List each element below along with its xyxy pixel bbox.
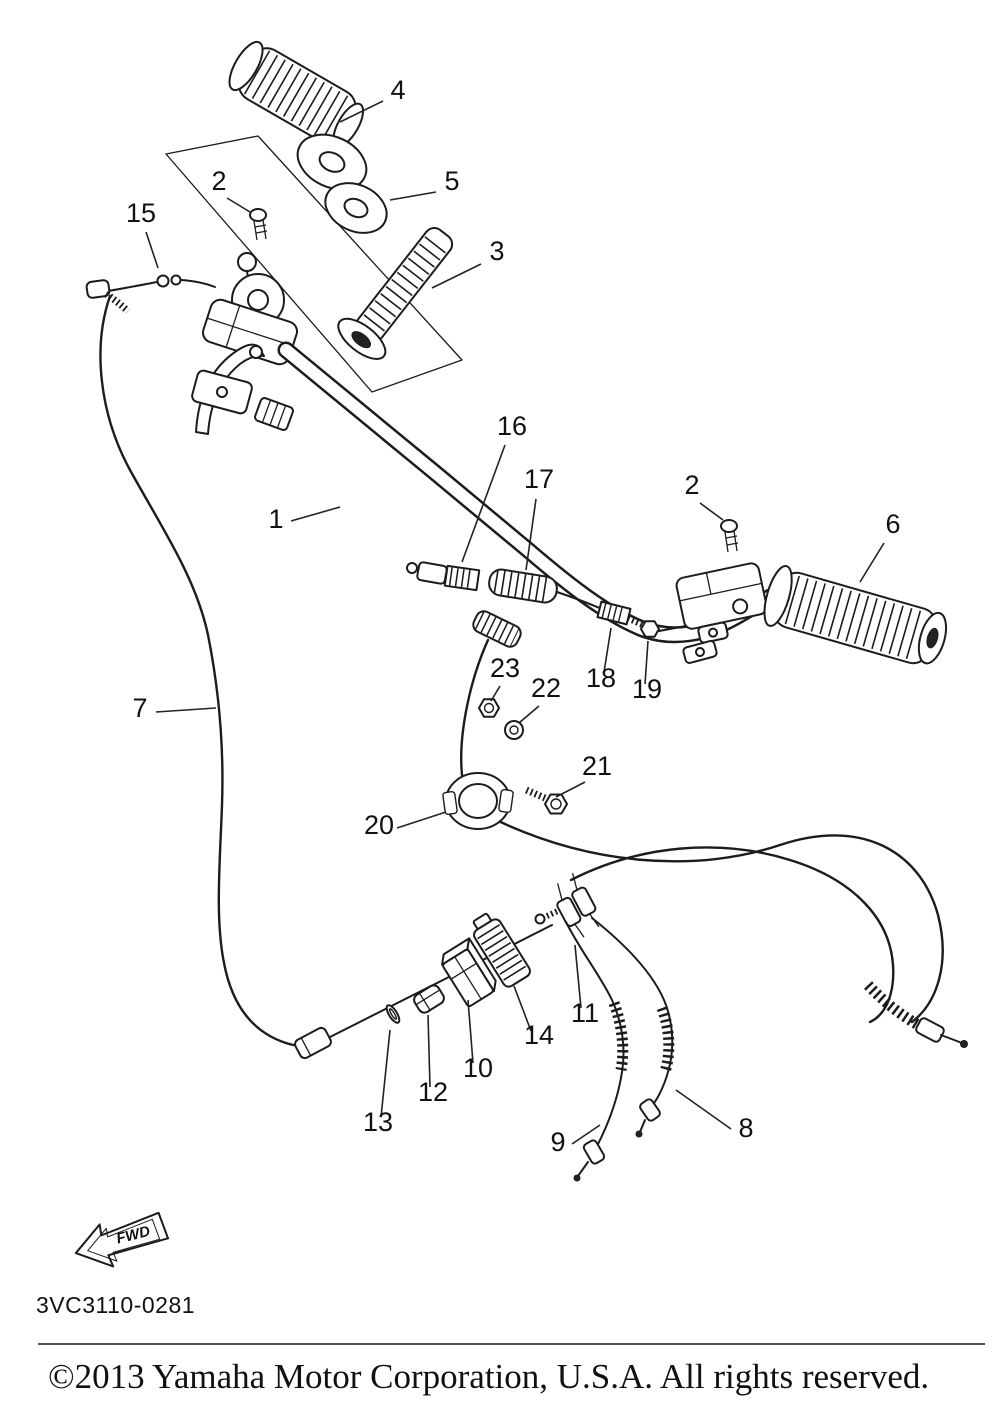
callout-leader-4 (339, 100, 384, 123)
cable-end-right (863, 981, 968, 1048)
callout-leader-14 (513, 985, 532, 1032)
callout-4: 4 (390, 75, 405, 105)
cable-loop-inner (569, 846, 895, 1024)
copyright-text: ©2013 Yamaha Motor Corporation, U.S.A. A… (48, 1357, 929, 1396)
oring-13 (385, 1004, 401, 1024)
grip-bolt-left (249, 208, 268, 241)
throttle-cable-adjusters (406, 561, 603, 648)
cable-end-lower-left (294, 1026, 332, 1060)
callout-leader-13 (380, 1029, 391, 1118)
callout-5: 5 (444, 166, 459, 196)
callout-23: 23 (490, 653, 520, 683)
callout-13: 13 (363, 1107, 393, 1137)
callout-7: 7 (132, 693, 147, 723)
callout-leader-20 (396, 811, 447, 829)
cable-adjuster-15 (107, 274, 216, 292)
adjuster-16b (472, 610, 522, 648)
callout-17: 17 (524, 464, 554, 494)
callout-2: 2 (211, 166, 226, 196)
cable-clamp-20 (442, 772, 514, 830)
callout-leader-18 (603, 627, 612, 673)
connector-10 (441, 937, 497, 1008)
boot-14 (472, 912, 531, 988)
nut-23-hole (483, 702, 495, 714)
grip-right (763, 564, 948, 665)
callout-leader-21 (555, 781, 586, 798)
callout-14: 14 (524, 1020, 554, 1050)
pin-small (534, 907, 562, 925)
callout-19: 19 (632, 674, 662, 704)
callout-leader-17 (525, 498, 537, 571)
callout-leader-8 (675, 1089, 732, 1130)
callout-leader-15 (145, 231, 159, 269)
callout-leader-10 (467, 999, 474, 1064)
cable-loop-outer (482, 812, 944, 1024)
callout-21: 21 (582, 751, 612, 781)
callout-22: 22 (531, 673, 561, 703)
housing-bracket (682, 640, 718, 664)
callout-2: 2 (684, 470, 699, 500)
callout-leader-6 (859, 542, 885, 583)
callout-leader-12 (427, 1014, 431, 1088)
callout-leader-1 (290, 506, 341, 522)
callout-leader-2 (226, 197, 251, 213)
callout-15: 15 (126, 198, 156, 228)
washer-22 (504, 720, 524, 740)
cable-9 (565, 921, 629, 1182)
washer-lower (324, 182, 388, 234)
callout-16: 16 (497, 411, 527, 441)
callout-10: 10 (463, 1053, 493, 1083)
clutch-lever-assembly (191, 252, 298, 435)
throttle-housing (675, 562, 768, 644)
callout-leader-11 (574, 944, 582, 1009)
cable-8 (591, 917, 675, 1138)
fwd-arrow: FWD (74, 1211, 170, 1268)
part-code: 3VC3110-0281 (36, 1292, 195, 1318)
callout-6: 6 (885, 509, 900, 539)
callout-8: 8 (738, 1113, 753, 1143)
callout-20: 20 (364, 810, 394, 840)
callout-11: 11 (571, 998, 599, 1028)
callout-leader-7 (155, 707, 217, 713)
callout-leader-23 (490, 685, 501, 702)
callout-3: 3 (489, 236, 504, 266)
callout-12: 12 (418, 1077, 448, 1107)
cable-junction-11 (556, 872, 600, 938)
callout-leader-2 (699, 502, 724, 521)
joint-12 (413, 984, 445, 1014)
callout-leader-22 (518, 705, 540, 724)
callout-9: 9 (550, 1127, 565, 1157)
callout-leader-9 (571, 1124, 601, 1145)
callout-18: 18 (586, 663, 616, 693)
cable-end-upper-left (85, 279, 131, 314)
callout-leader-16 (461, 444, 506, 563)
clamp-bolt-21 (522, 785, 568, 815)
locknut-19 (640, 620, 687, 638)
callout-leader-5 (389, 191, 437, 201)
adjuster-18 (596, 600, 646, 629)
callout-layer: 4 2 15 5 3 1 16 17 2 6 18 19 23 22 7 20 21 14 11 10 12 13 9 8 (126, 75, 901, 1157)
grip-group-outline (165, 135, 463, 393)
washer-upper (296, 133, 368, 191)
callout-leader-3 (431, 263, 482, 289)
callout-1: 1 (268, 504, 283, 534)
grip-left (228, 40, 365, 148)
throttle-tube (337, 227, 454, 360)
grip-bolt-right (720, 519, 739, 553)
adjuster-16a (443, 564, 481, 592)
clutch-cable (99, 294, 314, 1047)
callout-leader-19 (644, 640, 649, 685)
